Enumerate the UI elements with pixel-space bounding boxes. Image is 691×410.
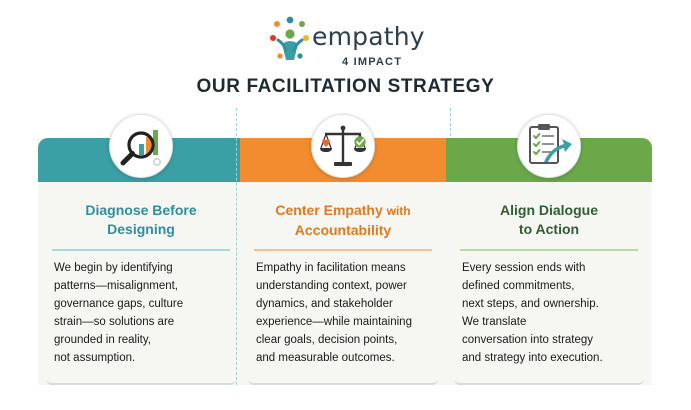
body-line: defined commitments, bbox=[462, 280, 575, 292]
brand-logo: empathy 4 IMPACT bbox=[268, 14, 428, 68]
body-line: patterns—misalignment, bbox=[54, 280, 178, 292]
card-divider bbox=[254, 249, 432, 251]
card-footer-edge bbox=[248, 377, 438, 385]
body-line: conversation into strategy bbox=[462, 334, 594, 346]
card-title-line: to Action bbox=[518, 221, 580, 237]
card-divider bbox=[52, 249, 230, 251]
card-title-line: Accountability bbox=[294, 222, 392, 238]
body-line: dynamics, and stakeholder bbox=[256, 298, 393, 310]
strategy-card-align: Align Dialogue to Action Every session e… bbox=[446, 108, 652, 385]
body-line: grounded in reality, bbox=[54, 334, 151, 346]
card-footer-edge bbox=[46, 377, 236, 385]
card-icon-badge bbox=[311, 114, 375, 178]
body-line: strain—so solutions are bbox=[54, 316, 175, 328]
card-body: Empathy in facilitation means understand… bbox=[256, 259, 440, 367]
body-line: clear goals, decision points, bbox=[256, 334, 398, 346]
strategy-card-empathy: Center Empathy with Accountability Empat… bbox=[240, 108, 446, 385]
card-title: Align Dialogue to Action bbox=[446, 201, 652, 239]
card-title: Center Empathy with Accountability bbox=[240, 201, 446, 240]
scales-heart-check-icon bbox=[320, 125, 366, 166]
card-title-line: Align Dialogue bbox=[500, 202, 598, 218]
card-title-line: Center Empathy bbox=[275, 202, 383, 218]
logo-subtitle: 4 IMPACT bbox=[342, 56, 403, 68]
logo-wordmark: empathy bbox=[312, 22, 425, 51]
strategy-card-diagnose: Diagnose Before Designing We begin by id… bbox=[38, 108, 244, 385]
card-icon-badge bbox=[517, 114, 581, 178]
checklist-arrow-icon bbox=[529, 124, 572, 164]
card-footer-edge bbox=[454, 377, 644, 385]
card-title-line-1: Center Empathy with bbox=[240, 201, 446, 221]
card-icon-badge bbox=[109, 114, 173, 178]
body-line: We begin by identifying bbox=[54, 262, 173, 274]
card-body: Every session ends with defined commitme… bbox=[462, 259, 646, 367]
body-line: governance gaps, culture bbox=[54, 298, 184, 310]
card-body: We begin by identifying patterns—misalig… bbox=[54, 259, 238, 367]
card-title-line: Designing bbox=[107, 221, 175, 237]
card-divider bbox=[460, 249, 638, 251]
body-line: and strategy into execution. bbox=[462, 352, 603, 364]
people-logo-icon bbox=[270, 16, 309, 60]
body-line: and measurable outcomes. bbox=[256, 352, 395, 364]
page-title: OUR FACILITATION STRATEGY bbox=[196, 76, 495, 97]
body-line: We translate bbox=[462, 316, 527, 328]
body-line: Every session ends with bbox=[462, 262, 586, 274]
body-line: experience—while maintaining bbox=[256, 316, 412, 328]
body-line: Empathy in facilitation means bbox=[256, 262, 406, 274]
body-line: understanding context, power bbox=[256, 280, 407, 292]
column-divider bbox=[236, 108, 237, 385]
card-title-tail: with bbox=[386, 204, 411, 218]
card-title-line: Diagnose Before bbox=[85, 202, 197, 218]
magnifier-chart-icon bbox=[120, 130, 161, 166]
body-line: next steps, and ownership. bbox=[462, 298, 599, 310]
card-title: Diagnose Before Designing bbox=[38, 201, 244, 239]
body-line: not assumption. bbox=[54, 352, 136, 364]
